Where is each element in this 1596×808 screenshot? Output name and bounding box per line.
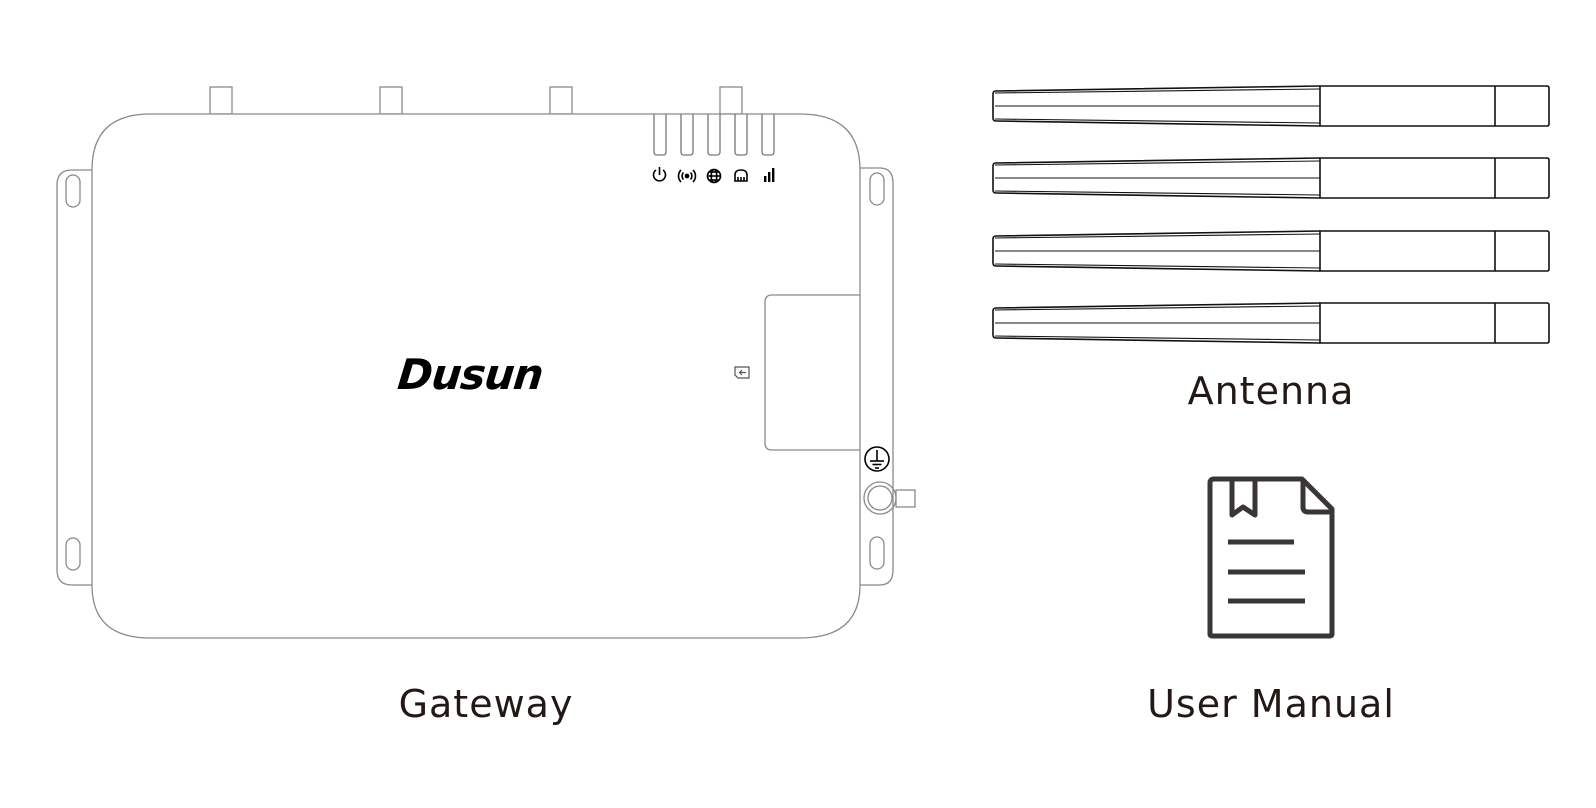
connector-1 xyxy=(209,86,233,115)
gateway-label: Gateway xyxy=(398,682,574,726)
wireless-icon xyxy=(677,169,697,183)
antenna-taper-bottom xyxy=(994,190,1321,196)
folded-corner xyxy=(1300,481,1332,515)
gateway-drawing xyxy=(56,86,916,639)
sim-cover-panel xyxy=(764,294,860,451)
dc-power-jack-inner xyxy=(867,485,893,511)
antenna-base xyxy=(1319,85,1550,127)
dusun-logo: Dusun xyxy=(395,350,546,399)
antenna-whip xyxy=(992,230,1321,272)
left-mount-hole-bottom xyxy=(65,537,81,571)
gateway-body xyxy=(91,113,861,639)
antennas xyxy=(992,85,1550,344)
antenna-4 xyxy=(992,302,1550,344)
ethernet-icon xyxy=(734,169,748,182)
antenna-3 xyxy=(992,230,1550,272)
dc-power-jack-tab xyxy=(895,489,916,508)
antenna-taper-top xyxy=(994,305,1321,311)
antenna-whip xyxy=(992,85,1321,127)
bookmark-icon xyxy=(1229,481,1258,518)
left-mounting-ear xyxy=(56,169,92,586)
signal-icon xyxy=(764,168,775,182)
dc-power-jack-outer xyxy=(863,481,897,515)
antenna-base xyxy=(1319,302,1550,344)
antenna-whip xyxy=(992,157,1321,199)
antenna-taper-top xyxy=(994,88,1321,94)
right-mount-hole-top xyxy=(869,172,885,206)
left-mount-hole-top xyxy=(65,174,81,208)
antenna-connectors xyxy=(209,86,743,115)
power-icon xyxy=(652,167,667,182)
led-light-pipes xyxy=(653,114,775,156)
antenna-label: Antenna xyxy=(1187,369,1355,413)
antenna-taper-bottom xyxy=(994,263,1321,269)
user-manual-icon xyxy=(1207,476,1335,639)
antenna-taper-top xyxy=(994,160,1321,166)
antenna-taper-bottom xyxy=(994,118,1321,124)
connector-2 xyxy=(379,86,403,115)
sim-card-icon xyxy=(734,366,750,379)
right-mount-hole-bottom xyxy=(869,536,885,570)
ground-icon xyxy=(864,446,890,472)
led-indicator-icons xyxy=(652,167,775,184)
connector-3 xyxy=(549,86,573,115)
user-manual-label: User Manual xyxy=(1147,682,1395,726)
antenna-2 xyxy=(992,157,1550,199)
connector-4 xyxy=(719,86,743,115)
antenna-base xyxy=(1319,230,1550,272)
right-mounting-ear xyxy=(860,167,894,586)
antenna-taper-bottom xyxy=(994,335,1321,341)
antenna-taper-top xyxy=(994,233,1321,239)
antenna-base xyxy=(1319,157,1550,199)
globe-icon xyxy=(706,168,722,184)
antenna-whip xyxy=(992,302,1321,344)
antenna-1 xyxy=(992,85,1550,127)
